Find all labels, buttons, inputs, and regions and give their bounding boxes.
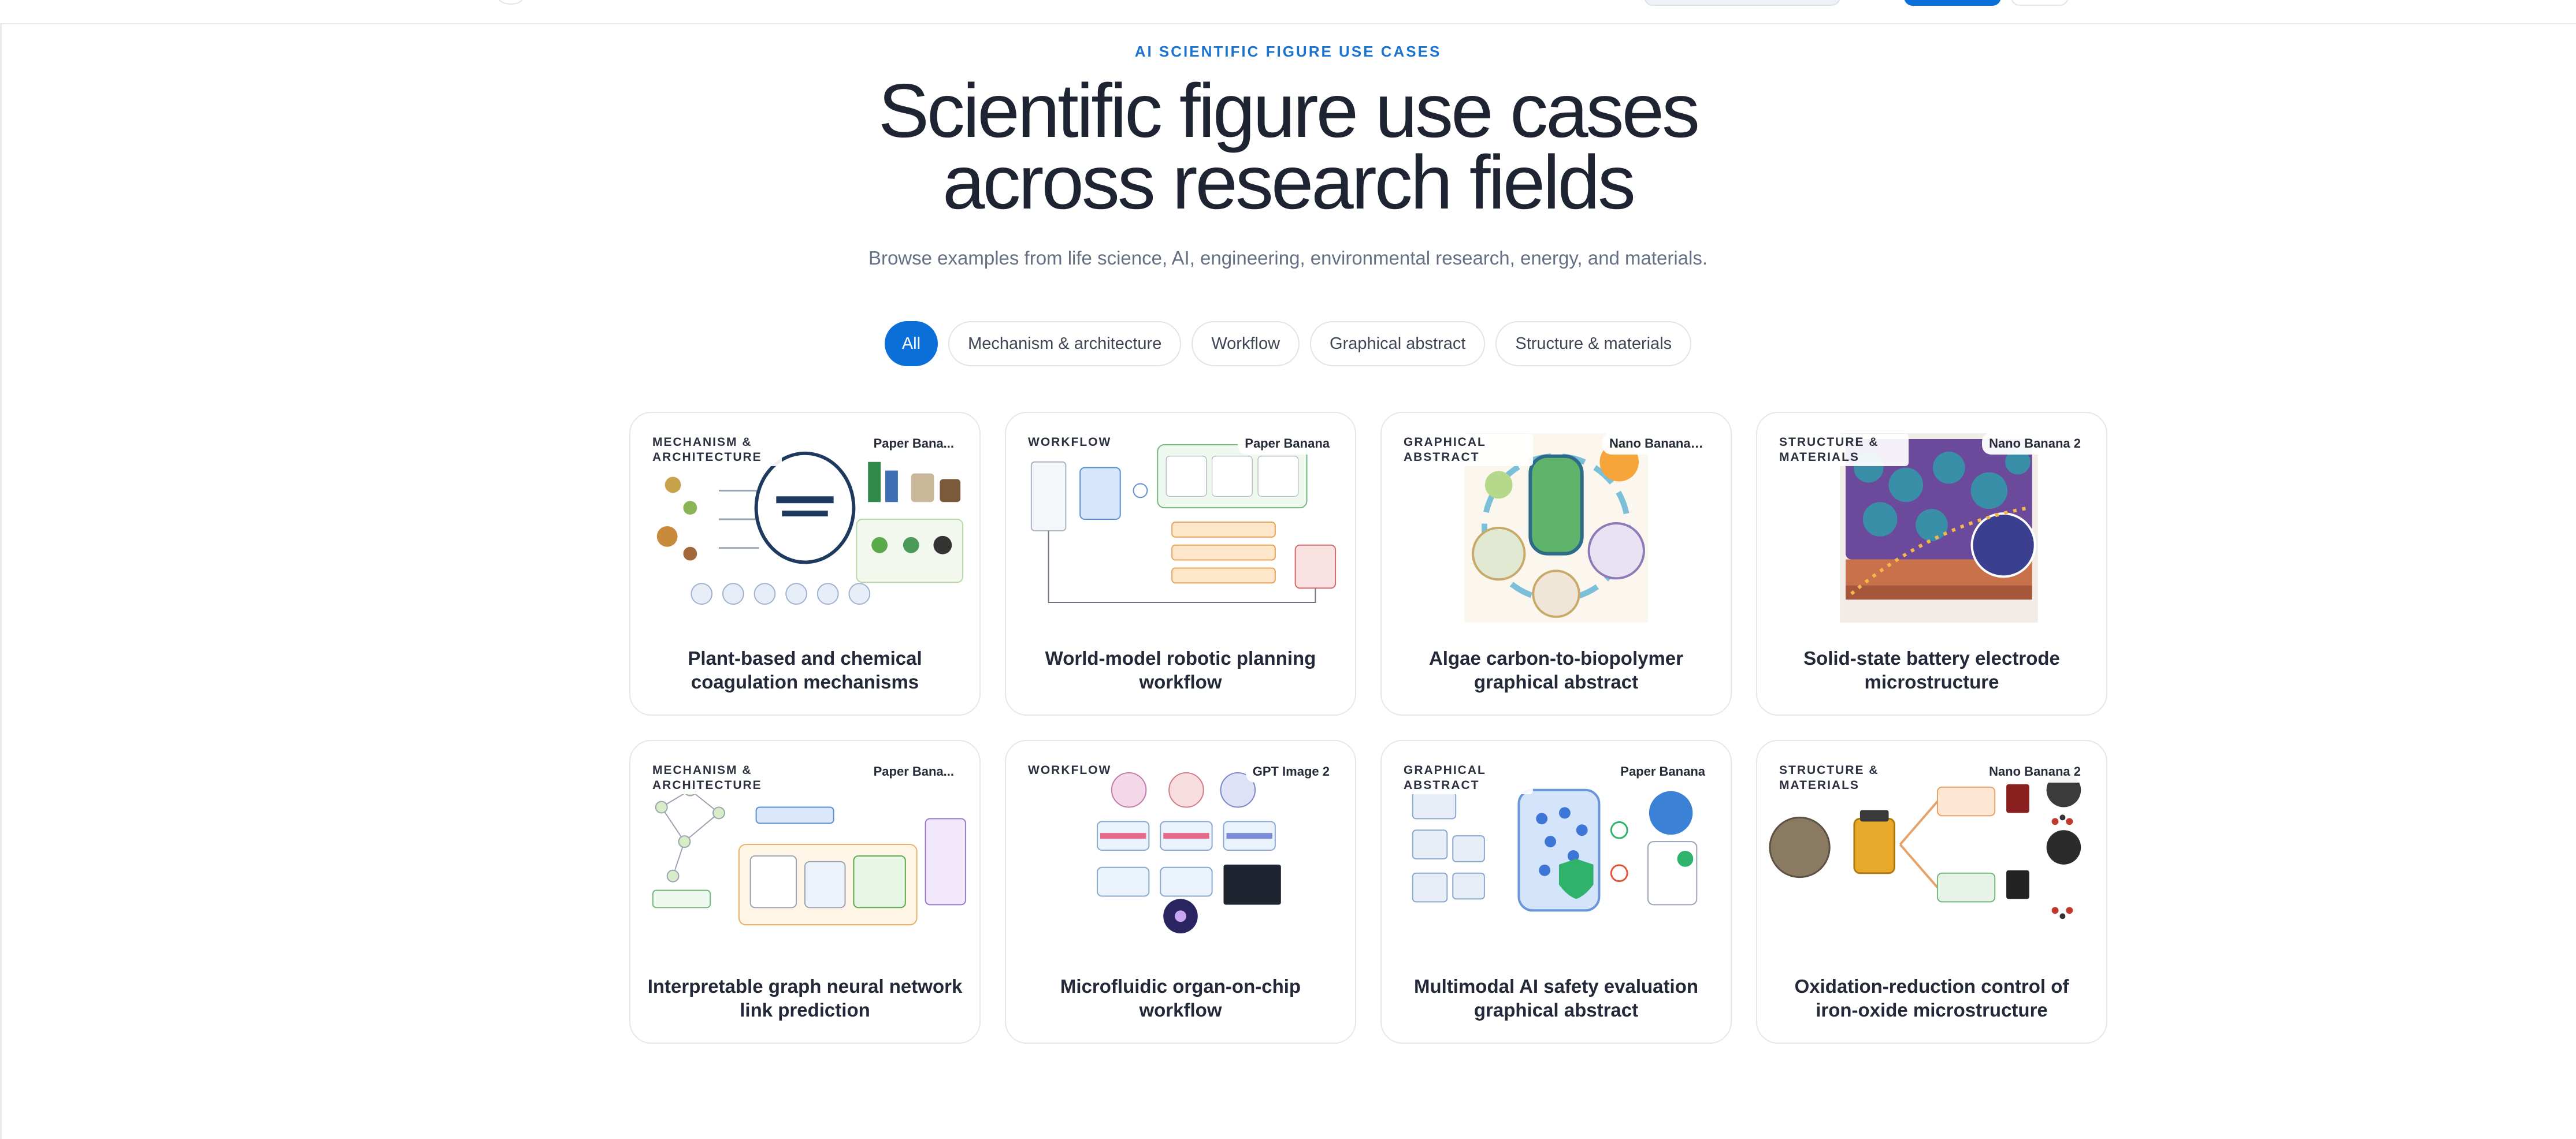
use-case-grid: MECHANISM & ARCHITECTURE Paper Bana... P… (629, 412, 2109, 1044)
nav-primary-button[interactable] (1904, 0, 2001, 6)
use-case-card[interactable]: WORKFLOW GPT Image 2 Microfluidic organ-… (1005, 740, 1356, 1044)
graph-neural-network-diagram-image (652, 783, 967, 926)
use-case-card[interactable]: GRAPHICAL ABSTRACT Nano Banana Pro Algae… (1380, 412, 1732, 716)
page-title-line-1: Scientific figure use cases (878, 68, 1700, 153)
use-case-card[interactable]: MECHANISM & ARCHITECTURE Paper Bana... I… (629, 740, 981, 1044)
card-model-badge: Paper Bana... (866, 761, 961, 783)
card-model-badge: Paper Bana... (866, 433, 961, 455)
ai-safety-evaluation-illustration (1412, 788, 1698, 912)
card-category: MECHANISM & ARCHITECTURE (649, 434, 782, 466)
page-title-line-2: across research fields (942, 140, 1636, 225)
page-title: Scientific figure use cases across resea… (710, 73, 1866, 221)
card-title: Oxidation-reduction control of iron-oxid… (1794, 976, 2069, 1021)
card-model-badge: Nano Banana 2 (1982, 433, 2088, 455)
logo-icon[interactable] (498, 0, 524, 5)
coagulation-diagram-image (656, 451, 964, 605)
card-model-badge: Paper Banana (1238, 433, 1337, 455)
filter-mechanism-architecture[interactable]: Mechanism & architecture (948, 321, 1182, 366)
card-category: GRAPHICAL ABSTRACT (1400, 762, 1533, 794)
card-model-badge: Nano Banana 2 (1982, 761, 2088, 783)
card-thumbnail (1014, 749, 1347, 951)
hero-eyebrow: AI SCIENTIFIC FIGURE USE CASES (1134, 43, 1442, 60)
filter-bar: All Mechanism & architecture Workflow Gr… (0, 321, 2576, 366)
filter-all[interactable]: All (884, 321, 938, 366)
card-category: STRUCTURE & MATERIALS (1776, 434, 1909, 466)
page-subtitle: Browse examples from life science, AI, e… (868, 247, 1708, 269)
filter-workflow[interactable]: Workflow (1192, 321, 1300, 366)
robotic-planning-diagram-image (1030, 444, 1337, 604)
card-title: Microfluidic organ-on-chip workflow (1060, 976, 1301, 1021)
filter-structure-materials[interactable]: Structure & materials (1495, 321, 1692, 366)
card-title: Solid-state battery electrode microstruc… (1803, 647, 2060, 693)
nav-secondary-button[interactable] (2011, 0, 2069, 6)
card-title: World-model robotic planning workflow (1045, 647, 1316, 693)
card-title: Multimodal AI safety evaluation graphica… (1413, 976, 1699, 1021)
card-category: WORKFLOW (1025, 434, 1115, 451)
card-category: WORKFLOW (1025, 762, 1115, 779)
card-category: GRAPHICAL ABSTRACT (1400, 434, 1533, 466)
card-model-badge: Nano Banana Pro (1602, 433, 1712, 455)
use-case-card[interactable]: MECHANISM & ARCHITECTURE Paper Bana... P… (629, 412, 981, 716)
nav-search-input[interactable] (1644, 0, 1840, 6)
card-thumbnail (1014, 421, 1347, 623)
card-category: STRUCTURE & MATERIALS (1776, 762, 1909, 794)
iron-oxide-diagram-image (1769, 772, 2081, 920)
use-case-card[interactable]: STRUCTURE & MATERIALS Nano Banana 2 Soli… (1756, 412, 2107, 716)
card-title: Plant-based and chemical coagulation mec… (688, 647, 922, 693)
card-title: Interpretable graph neural network link … (647, 976, 963, 1021)
card-title: Algae carbon-to-biopolymer graphical abs… (1428, 647, 1684, 693)
organ-on-chip-illustration (1097, 772, 1281, 933)
use-case-card[interactable]: GRAPHICAL ABSTRACT Paper Banana Multimod… (1380, 740, 1732, 1044)
card-category: MECHANISM & ARCHITECTURE (649, 762, 782, 794)
use-case-card[interactable]: STRUCTURE & MATERIALS Nano Banana 2 Oxid… (1756, 740, 2107, 1044)
use-case-card[interactable]: WORKFLOW Paper Banana World-model roboti… (1005, 412, 1356, 716)
card-model-badge: Paper Banana (1613, 761, 1712, 783)
page-left-border (0, 24, 2, 1139)
filter-graphical-abstract[interactable]: Graphical abstract (1310, 321, 1486, 366)
top-navigation-bar (0, 0, 2576, 24)
card-model-badge: GPT Image 2 (1245, 761, 1337, 783)
